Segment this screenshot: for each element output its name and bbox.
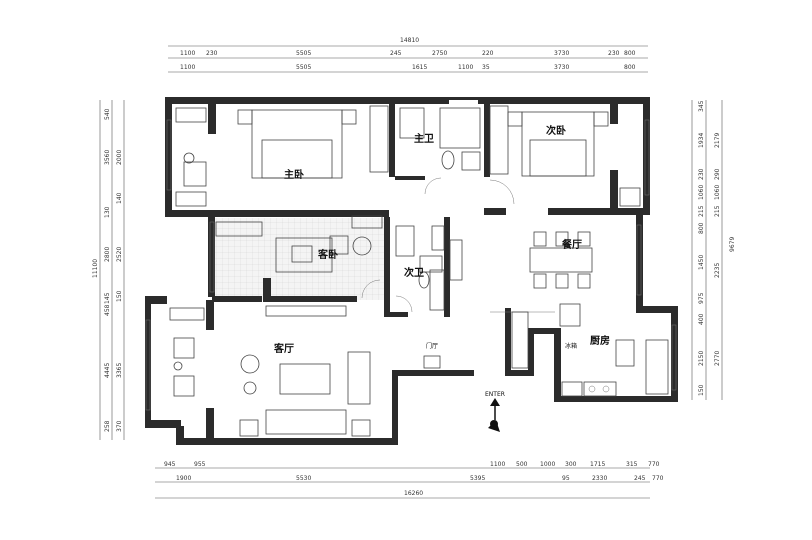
dim: 258: [104, 420, 111, 432]
dim: 130: [104, 206, 111, 218]
left-dimensions: 11100 540 3560 130 2800 145 458 4445 258…: [92, 100, 125, 440]
dim: 150: [698, 384, 705, 396]
dim: 975: [698, 292, 705, 304]
dim: 1715: [590, 461, 605, 468]
dim: 770: [652, 475, 664, 482]
dim: 215: [714, 205, 721, 217]
dim: 220: [482, 50, 494, 57]
dim: 230: [206, 50, 218, 57]
dim: 2150: [698, 351, 705, 366]
dim: 800: [624, 64, 636, 71]
dim: 150: [116, 290, 123, 302]
walls: [145, 97, 678, 445]
dim: 1615: [412, 64, 427, 71]
dim: 300: [565, 461, 577, 468]
kitchen-label: 厨房: [590, 334, 610, 347]
dim: 1060: [714, 185, 721, 200]
dim: 245: [634, 475, 646, 482]
dim: 230: [698, 168, 705, 180]
dim: 1100: [490, 461, 505, 468]
dim: 2235: [714, 263, 721, 278]
dim: 230: [608, 50, 620, 57]
dim: 2000: [116, 150, 123, 165]
dim: 2330: [592, 475, 607, 482]
dim: 2520: [116, 247, 123, 262]
dim: 245: [390, 50, 402, 57]
dim: 770: [648, 461, 660, 468]
right-total-dim: 9679: [729, 237, 736, 252]
dim: 955: [194, 461, 206, 468]
dim: 4445: [104, 363, 111, 378]
living-room-furniture: [169, 305, 441, 437]
master-bath-fixtures: [399, 107, 481, 195]
dim: 458: [104, 304, 111, 316]
dim: 145: [104, 292, 111, 304]
dim: 370: [116, 420, 123, 432]
dim: 1000: [540, 461, 555, 468]
top-total-dim: 14810: [400, 37, 419, 44]
foyer-label: 门厅: [426, 342, 438, 350]
dim: 945: [164, 461, 176, 468]
dim: 35: [482, 64, 490, 71]
master-bedroom-furniture: [175, 105, 389, 207]
bottom-dimensions: 945 955 1100 500 1000 300 1715 315 770 1…: [155, 461, 664, 499]
dim: 5530: [296, 475, 311, 482]
dim: 1934: [698, 133, 705, 148]
dim: 3730: [554, 64, 569, 71]
dim: 1100: [180, 50, 195, 57]
bottom-total-dim: 16260: [404, 490, 423, 497]
second-bedroom-label: 次卧: [546, 124, 566, 137]
dim: 400: [698, 313, 705, 325]
dim: 315: [626, 461, 638, 468]
second-bath-fixtures: [395, 225, 463, 313]
master-bedroom-label: 主卧: [284, 168, 304, 181]
fridge-label: 冰箱: [565, 342, 577, 350]
dining-furniture: [490, 231, 593, 369]
dim: 800: [698, 222, 705, 234]
top-dimensions: 14810 1100 230 5505 245 2750 220 3730 23…: [168, 37, 648, 73]
dim: 2750: [432, 50, 447, 57]
dim: 95: [562, 475, 570, 482]
dim: 2179: [714, 133, 721, 148]
dim: 2770: [714, 351, 721, 366]
dim: 3560: [104, 150, 111, 165]
dim: 5505: [296, 64, 311, 71]
dim: 5505: [296, 50, 311, 57]
room-labels: 主卧 主卫 次卧 客卧 次卫 餐厅 客厅 厨房 门厅 冰箱 ENTER: [273, 124, 610, 398]
second-bath-label: 次卫: [404, 266, 424, 279]
dining-label: 餐厅: [561, 238, 582, 251]
dim: 500: [516, 461, 528, 468]
dim: 3730: [554, 50, 569, 57]
dim: 1060: [698, 185, 705, 200]
guest-room-floor-hatch: [212, 218, 388, 300]
left-total-dim: 11100: [92, 259, 99, 278]
dim: 215: [698, 205, 705, 217]
guest-bedroom-label: 客卧: [317, 248, 338, 261]
living-room-label: 客厅: [273, 342, 294, 355]
dim: 290: [714, 168, 721, 180]
master-bath-label: 主卫: [414, 132, 434, 145]
enter-label: ENTER: [485, 391, 505, 398]
dim: 1100: [458, 64, 473, 71]
second-bedroom-furniture: [489, 105, 641, 207]
dim: 140: [116, 192, 123, 204]
dim: 5395: [470, 475, 485, 482]
dim: 345: [698, 100, 705, 112]
right-dimensions: 345 1934 230 1060 215 800 1450 975 400 2…: [691, 100, 736, 400]
dim: 800: [624, 50, 636, 57]
dim: 2800: [104, 247, 111, 262]
dim: 1900: [176, 475, 191, 482]
dim: 3365: [116, 363, 123, 378]
dim: 540: [104, 108, 111, 120]
enter-arrow-icon: [488, 398, 500, 432]
kitchen-furniture: [559, 303, 669, 397]
windows: [145, 119, 677, 411]
dim: 1100: [180, 64, 195, 71]
dim: 1450: [698, 255, 705, 270]
guest-bedroom-furniture: [215, 215, 383, 299]
